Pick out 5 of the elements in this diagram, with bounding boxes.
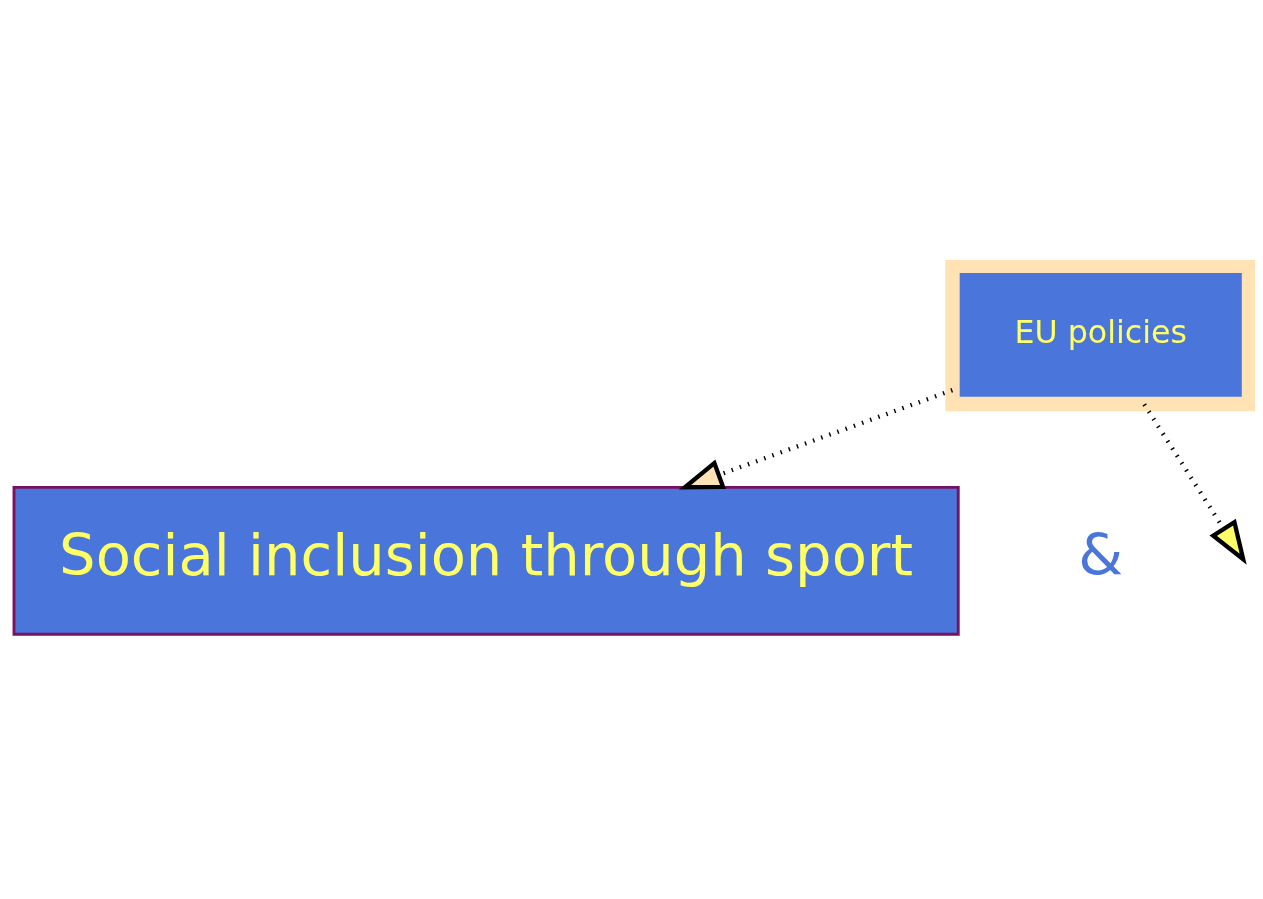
arrow xyxy=(1142,402,1247,565)
node-box: EU policies xyxy=(945,259,1255,411)
label: & xyxy=(1078,521,1124,589)
arrow xyxy=(678,387,954,489)
node-box: Social inclusion through sport xyxy=(12,485,960,636)
